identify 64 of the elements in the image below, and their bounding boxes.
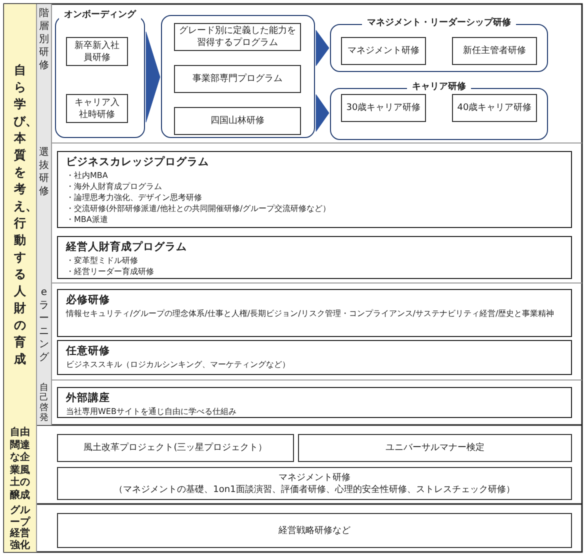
row-header-band [4,504,37,552]
program-box [174,23,301,51]
chevron-arrow [316,30,330,66]
box-label: 30歳キャリア研修 [345,102,422,114]
box-label: グレード別に定義した能力を習得するプログラム [178,25,297,49]
chevron-arrow [316,94,330,132]
category-label: 自己啓発 [38,383,50,423]
box-label: 事業部専門プログラム [192,73,284,85]
program-box [66,94,128,123]
program-box [57,467,572,500]
program-heading: 経営人財育成プログラム [66,240,188,255]
category-label: eラーニング [38,286,50,364]
program-heading: ビジネスカレッジプログラム [66,155,210,170]
group-title: オンボーディング [59,9,141,22]
program-detail: ・論理思考力強化、デザイン思考研修 [66,192,203,203]
box-label: キャリア入社時研修 [74,96,120,120]
box-label: 40歳キャリア研修 [456,102,533,114]
program-box [57,513,572,548]
program-box [66,37,128,66]
program-detail: 当社専用WEBサイトを通じ自由に学べる仕組み [66,406,238,417]
program-box [298,434,572,462]
program-detail: ・社内MBA [66,170,109,181]
chevron-arrow [146,32,160,122]
program-box [57,151,572,228]
group-title: マネジメント・リーダーシップ研修 [362,17,516,30]
program-box [341,37,426,65]
program-detail: ビジネススキル（ロジカルシンキング、マーケティングなど） [66,359,291,370]
group-box [161,15,315,138]
box-label: 新卒新入社員研修 [74,40,120,64]
category-cell [37,380,52,425]
program-heading: 必修研修 [66,293,111,308]
program-detail: 情報セキュリティ/グループの理念体系/仕事と人権/長期ビジョン/リスク管理・コンプライアンス/サステナビリティ経営/歴史と事業精神 [66,308,556,319]
box-label: マネジメント研修 [346,45,420,57]
program-detail: ・交流研修(外部研修派遣/他社との共同開催研修/グループ交流研修など） [66,203,332,214]
program-box [174,65,301,93]
program-detail: ・変革型ミドル研修 [66,255,139,266]
program-heading: 任意研修 [66,344,111,359]
program-box [57,387,572,418]
program-box [174,107,301,135]
program-box [57,340,572,375]
program-detail: ・海外人財育成プログラム [66,181,163,192]
box-label: （マネジメントの基礎、1on1面談演習、評価者研修、心理的安全性研修、ストレスチェック研修） [113,484,516,496]
row-header-band [4,4,37,425]
category-label: 階層別研修 [38,7,50,72]
category-cell [37,4,52,143]
group-title: キャリア研修 [407,81,471,94]
program-box [57,289,572,337]
program-box [341,94,426,122]
program-detail: ・経営リーダー育成研修 [66,266,155,277]
program-box [452,94,537,122]
box-label: 風土改革プロジェクト(三ッ星プロジェクト） [82,442,268,454]
category-label: 選抜研修 [38,146,50,198]
box-label: マネジメント研修 [278,472,352,484]
row-heading: グループ経営強化 [10,505,30,551]
box-label: 新任主管者研修 [462,45,527,57]
row-heading: 自由闊達な企業風土の醸成 [10,427,30,502]
program-detail: ・MBA派遣 [66,214,109,225]
program-box [57,434,294,462]
box-label: ユニバーサルマナー検定 [384,442,486,454]
program-box [57,236,572,279]
program-box [452,37,537,65]
box-label: 四国山林研修 [210,115,266,127]
program-heading: 外部講座 [66,391,111,406]
box-label: 経営戦略研修など [278,524,352,536]
